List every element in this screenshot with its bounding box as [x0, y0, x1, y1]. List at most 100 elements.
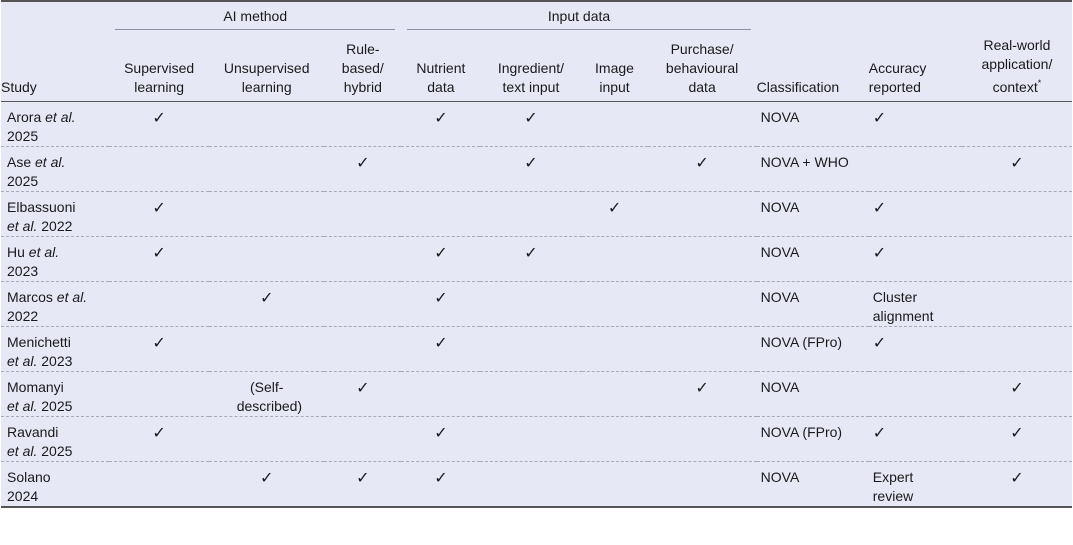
cell-rule	[324, 101, 402, 147]
check-icon: ✓	[152, 333, 166, 352]
study-year: 2025	[7, 173, 39, 189]
study-author: Momanyi	[7, 379, 64, 395]
col-header-unsupervised: Unsupervised learning	[209, 31, 325, 102]
header-group-row: AI method Input data	[1, 0, 1072, 31]
cell-nutrient	[401, 191, 481, 237]
study-etal: et al.	[45, 109, 76, 125]
cell-image: ✓	[581, 191, 648, 237]
cell-supervised	[109, 461, 210, 508]
cell-classification: NOVA	[756, 191, 869, 237]
col-header-accuracy-label: Accuracy reported	[868, 60, 927, 95]
check-icon: ✓	[524, 153, 538, 172]
check-icon: ✓	[434, 243, 448, 262]
col-header-unsupervised-label: Unsupervised learning	[223, 60, 310, 95]
col-header-study: Study	[1, 31, 110, 102]
check-icon: ✓	[1010, 468, 1024, 487]
check-icon: ✓	[1010, 378, 1024, 397]
cell-rule	[324, 236, 402, 282]
col-header-rule: Rule-based/ hybrid	[324, 31, 402, 102]
study-etal: et al.	[28, 244, 60, 260]
group-rule-input-data	[407, 29, 751, 30]
table-row: Menichetti et al. 2023✓✓NOVA (FPro)✓	[1, 326, 1072, 372]
cell-image	[581, 461, 648, 508]
study-year: 2022	[41, 218, 73, 234]
check-icon: ✓	[524, 108, 538, 127]
cell-ingredient: ✓	[480, 146, 582, 192]
check-icon: ✓	[152, 108, 166, 127]
col-header-accuracy: Accuracy reported	[868, 31, 962, 102]
col-header-classification: Classification	[756, 31, 869, 102]
table-row: Elbassuoni et al. 2022✓✓NOVA✓	[1, 191, 1072, 237]
cell-nutrient: ✓	[401, 101, 481, 147]
study-etal: et al.	[7, 443, 38, 459]
study-year: 2022	[7, 308, 39, 324]
study-year: 2025	[41, 443, 73, 459]
cell-realworld	[961, 236, 1072, 282]
cell-accuracy	[868, 371, 962, 417]
cell-rule: ✓	[324, 371, 402, 417]
table-row: Ravandi et al. 2025✓✓NOVA (FPro)✓✓	[1, 416, 1072, 462]
check-icon: ✓	[524, 243, 538, 262]
study-etal: et al.	[56, 289, 88, 305]
cell-supervised: ✓	[109, 191, 210, 237]
check-icon: ✓	[872, 198, 887, 217]
study-author: Ase	[7, 154, 32, 170]
study-year: 2023	[41, 353, 73, 369]
cell-supervised: ✓	[109, 101, 210, 147]
cell-image	[581, 326, 648, 372]
study-comparison-table: AI method Input data Study Supervised le…	[1, 0, 1072, 508]
check-icon: ✓	[434, 108, 448, 127]
cell-classification: NOVA (FPro)	[756, 416, 869, 462]
cell-accuracy: Expert review	[868, 461, 962, 508]
header-column-row: Study Supervised learning Unsupervised l…	[1, 31, 1072, 102]
cell-rule	[324, 191, 402, 237]
check-icon: ✓	[356, 378, 370, 397]
cell-supervised: ✓	[109, 326, 210, 372]
cell-purchase	[647, 101, 757, 147]
study-cell: Ravandi et al. 2025	[1, 416, 110, 462]
cell-unsupervised-text: (Self-described)	[236, 379, 303, 414]
cell-realworld	[961, 326, 1072, 372]
cell-rule: ✓	[324, 146, 402, 192]
cell-classification: NOVA	[756, 281, 869, 327]
study-etal: et al.	[7, 353, 38, 369]
cell-ingredient	[480, 326, 582, 372]
cell-purchase	[647, 236, 757, 282]
cell-nutrient	[401, 371, 481, 417]
cell-nutrient: ✓	[401, 281, 481, 327]
col-header-supervised-label: Supervised learning	[124, 60, 195, 95]
group-header-input-data: Input data	[401, 0, 757, 31]
check-icon: ✓	[434, 333, 448, 352]
col-header-nutrient: Nutrient data	[401, 31, 481, 102]
col-header-image-label: Image input	[595, 60, 634, 95]
cell-purchase: ✓	[647, 146, 757, 192]
cell-classification: NOVA	[756, 101, 869, 147]
cell-unsupervised: (Self-described)	[209, 371, 325, 417]
group-header-ai-method: AI method	[109, 0, 402, 31]
cell-purchase	[647, 416, 757, 462]
col-header-purchase: Purchase/ behavioural data	[647, 31, 757, 102]
cell-nutrient: ✓	[401, 236, 481, 282]
study-year: 2025	[7, 128, 39, 144]
cell-realworld: ✓	[961, 146, 1072, 192]
cell-realworld	[961, 191, 1072, 237]
check-icon: ✓	[152, 198, 166, 217]
cell-unsupervised	[209, 146, 325, 192]
study-cell: Arora et al. 2025	[1, 101, 110, 147]
study-etal: et al.	[7, 398, 38, 414]
check-icon: ✓	[356, 153, 370, 172]
cell-classification: NOVA + WHO	[756, 146, 869, 192]
cell-realworld	[961, 101, 1072, 147]
study-author: Arora	[7, 109, 42, 125]
cell-image	[581, 101, 648, 147]
cell-supervised	[109, 146, 210, 192]
cell-realworld: ✓	[961, 461, 1072, 508]
table-row: Arora et al. 2025✓✓✓NOVA✓	[1, 101, 1072, 147]
study-cell: Elbassuoni et al. 2022	[1, 191, 110, 237]
cell-image	[581, 281, 648, 327]
check-icon: ✓	[872, 333, 887, 352]
